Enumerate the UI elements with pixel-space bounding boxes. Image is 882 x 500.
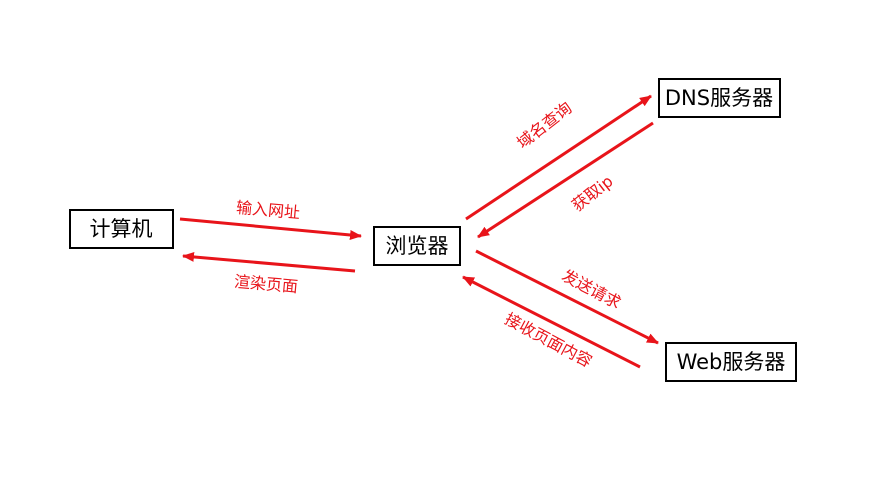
render-page-label: 渲染页面 — [233, 272, 298, 297]
render-page-arrow — [182, 251, 356, 273]
enter-url-arrow — [179, 217, 362, 240]
dns-server-box — [658, 78, 781, 118]
domain-query-label: 域名查询 — [513, 98, 575, 152]
web-server-label: Web服务器 — [677, 350, 786, 374]
web-server-node: Web服务器 — [665, 342, 797, 382]
browser-box — [373, 226, 461, 266]
send-request-label: 发送请求 — [559, 266, 624, 313]
receive-content-label: 接收页面内容 — [502, 309, 596, 371]
computer-node: 计算机 — [69, 209, 174, 249]
send-request-arrow — [475, 249, 659, 345]
dns-server-label: DNS服务器 — [665, 86, 773, 110]
get-ip-label: 获取ip — [568, 171, 616, 215]
browser-label: 浏览器 — [386, 234, 449, 258]
get-ip-arrow — [477, 121, 654, 239]
computer-box — [69, 209, 174, 249]
receive-content-arrow — [462, 275, 641, 369]
domain-query-arrow — [465, 94, 652, 221]
enter-url-label: 输入网址 — [235, 198, 300, 223]
dns-server-node: DNS服务器 — [658, 78, 781, 118]
browser-node: 浏览器 — [373, 226, 461, 266]
computer-label: 计算机 — [90, 217, 153, 241]
web-server-box — [665, 342, 797, 382]
